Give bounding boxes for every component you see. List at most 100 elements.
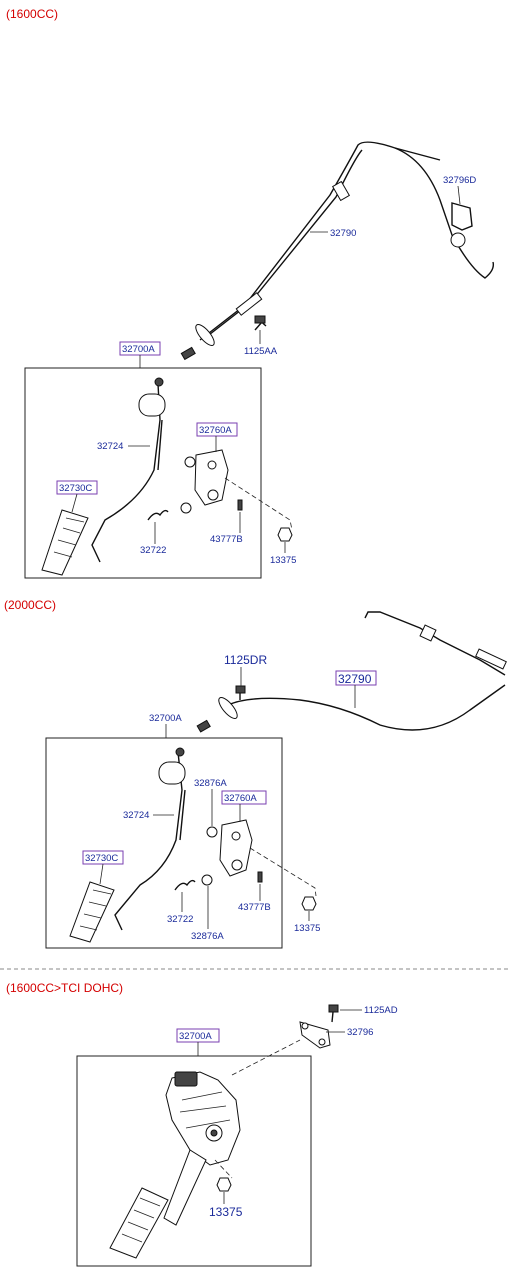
label-13375: 13375 (294, 923, 320, 934)
dash-leader (249, 847, 317, 897)
cable-end-plate (195, 324, 215, 346)
label-32722: 32722 (140, 545, 166, 556)
bolt-head (254, 315, 266, 324)
section-title: (2000CC) (4, 598, 56, 612)
label-32700a: 32700A (122, 344, 155, 355)
return-spring (174, 879, 196, 891)
cable-upper (364, 611, 506, 676)
label-13375: 13375 (209, 1205, 243, 1219)
dash-leader (231, 1039, 301, 1076)
housing-hole (231, 859, 243, 871)
housing-ribs (179, 1091, 231, 1129)
housing-hole (207, 489, 219, 501)
stopper (201, 874, 213, 886)
pad-ribs (121, 1197, 161, 1243)
label-32700a: 32700A (149, 713, 182, 724)
pedal-pad (69, 881, 115, 943)
label-13375: 13375 (270, 555, 296, 566)
label-32730c: 32730C (85, 853, 118, 864)
cable-fitting (419, 624, 437, 642)
clip-43777b (237, 499, 243, 511)
pedal-housing (219, 819, 253, 877)
pedal-pad (41, 509, 89, 576)
section-2000cc: (2000CC) 1125DR 32790 32700A (4, 598, 507, 949)
label-32876a-bottom: 32876A (191, 931, 224, 942)
label-32876a-top: 32876A (194, 778, 227, 789)
label-32760a: 32760A (224, 793, 257, 804)
label-32722: 32722 (167, 914, 193, 925)
pedal-lever (163, 1149, 207, 1226)
label-1125dr: 1125DR (224, 653, 267, 667)
pivot-pin (175, 747, 185, 757)
section-title: (1600CC>TCI DOHC) (6, 981, 123, 995)
pedal-pivot (138, 393, 166, 417)
label-box (221, 790, 267, 805)
cable-inner-line (204, 149, 363, 339)
dash-leader (224, 477, 293, 531)
bracket-hole (318, 1038, 326, 1046)
accelerator-cable (227, 684, 506, 731)
pedal-pad (109, 1187, 169, 1259)
leader (71, 493, 78, 513)
cable-bracket (451, 202, 473, 231)
bolt-head (235, 685, 246, 694)
cable-grommet (331, 180, 351, 202)
housing-hole (231, 831, 241, 841)
bolt-shank (331, 1011, 334, 1023)
stopper (180, 502, 192, 514)
pedal-arm-inner (179, 789, 186, 841)
leader (99, 863, 104, 885)
pedal-module-housing (165, 1071, 241, 1166)
nut-13375 (301, 896, 317, 911)
assembly-box (76, 1055, 312, 1267)
section-1600cc-tci-dohc: (1600CC>TCI DOHC) 1125AD 32796 32700A 13… (6, 981, 398, 1267)
accelerator-cable (199, 141, 495, 341)
assembly-box (45, 737, 283, 949)
clip-43777b (257, 871, 263, 883)
label-32700a: 32700A (179, 1031, 212, 1042)
label-32796: 32796 (347, 1027, 373, 1038)
pedal-arm (114, 751, 183, 931)
stopper (184, 456, 196, 468)
leader (457, 185, 461, 205)
pedal-arm-inner (157, 419, 163, 471)
nut-13375 (277, 527, 293, 542)
label-box (196, 422, 238, 437)
dash-leader (214, 1159, 233, 1179)
return-spring (147, 509, 169, 521)
pivot-center (210, 1129, 218, 1137)
cable-end-fitting (196, 719, 211, 733)
label-43777b: 43777B (238, 902, 271, 913)
pedal-pivot (158, 761, 186, 785)
bolt-head (328, 1004, 339, 1013)
pad-ribs (53, 517, 85, 558)
cable-sheath (394, 147, 441, 161)
pad-ribs (79, 889, 112, 931)
pedal-housing (194, 449, 229, 506)
label-1125aa: 1125AA (244, 346, 278, 357)
housing-hole (207, 460, 217, 470)
nut-13375 (216, 1177, 232, 1192)
cable-end-fitting (180, 346, 196, 361)
label-43777b: 43777B (210, 534, 243, 545)
label-box (335, 670, 377, 686)
section-title: (1600CC) (6, 7, 58, 21)
label-32796d: 32796D (443, 175, 476, 186)
section-1600cc: (1600CC) 32796D 32790 1125AA 32700A (6, 7, 495, 579)
assembly-box (24, 367, 262, 579)
stopper (206, 826, 218, 838)
label-1125ad: 1125AD (364, 1005, 398, 1016)
pedal-arm (91, 383, 161, 563)
label-32724: 32724 (123, 810, 149, 821)
cable-sleeve (235, 292, 263, 316)
pivot-pin (154, 377, 164, 387)
label-32760a: 32760A (199, 425, 232, 436)
cable-sleeve (475, 648, 507, 670)
connector (174, 1071, 198, 1087)
bracket-hole (301, 1022, 309, 1030)
label-32724: 32724 (97, 441, 123, 452)
cable-end-plate (218, 697, 238, 719)
label-32730c: 32730C (59, 483, 92, 494)
label-32790: 32790 (330, 228, 356, 239)
